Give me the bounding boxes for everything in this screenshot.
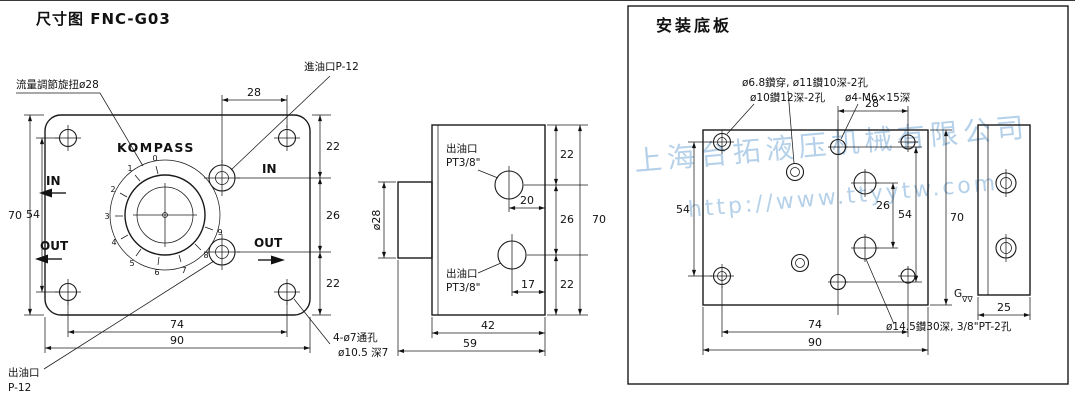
top-rule <box>0 0 1075 1</box>
dim-left-inner: 54 <box>26 208 40 221</box>
dial-number: 3 <box>104 212 109 221</box>
dim-top: 28 <box>247 86 261 99</box>
side-port-top-label1: 出油口 <box>446 142 478 155</box>
dim-left-outer: 70 <box>8 209 22 222</box>
dim-plate-bottom-inner: 74 <box>808 318 822 331</box>
dial-number: 2 <box>110 185 115 194</box>
inlet-leader <box>230 75 331 171</box>
plate-hole-b-callout: ø10鑽12深-2孔 <box>750 91 826 104</box>
plate-face <box>702 129 929 306</box>
dial-number: 6 <box>154 268 159 277</box>
dim-plate-bottom-outer: 90 <box>808 336 822 349</box>
out-label-right: OUT <box>254 236 283 250</box>
holes-leader <box>293 298 331 345</box>
outlet-callout-line2: P-12 <box>8 382 31 394</box>
dim-total-width: 59 <box>463 337 477 350</box>
dim-body-width: 42 <box>481 319 495 332</box>
plate-panel-border <box>627 5 1069 385</box>
knob-profile <box>397 181 433 259</box>
plate-hole-b-leader <box>726 103 755 135</box>
plate-side-view: G ∇∇ 25 <box>954 124 1031 320</box>
dim-plate-left: 54 <box>676 203 690 216</box>
dim-plate-top: 28 <box>865 97 879 110</box>
plate-hole-c-leader <box>840 103 859 140</box>
dim-knob-dia: ø28 <box>370 210 383 231</box>
knob-leader <box>16 92 144 167</box>
dim-side-right-bottom: 22 <box>560 278 574 291</box>
side-port-bottom-leader <box>477 262 502 274</box>
corner-bolt-holes <box>55 125 300 305</box>
brand-label: KOMPASS <box>117 140 195 155</box>
knob-callout: 流量調節旋扭ø28 <box>16 78 99 91</box>
out-arrow-right <box>271 255 285 265</box>
dial-number: 9 <box>217 228 222 237</box>
side-view-dimensions: ø28 20 17 22 26 22 70 <box>370 124 606 356</box>
inlet-port-circle <box>204 160 240 196</box>
side-port-bottom-label1: 出油口 <box>446 267 478 280</box>
surface-g-label: G <box>954 288 962 300</box>
dim-port-bottom-offset: 17 <box>521 278 535 291</box>
dim-plate-ports: 26 <box>876 199 890 212</box>
dim-side-right-outer: 70 <box>592 213 606 226</box>
dim-plate-right-inner: 54 <box>898 208 912 221</box>
plate-dimensions: 28 26 54 70 54 74 <box>676 97 964 355</box>
plate-panel-title: 安装底板 <box>656 16 733 35</box>
side-port-bottom-label2: PT3/8" <box>446 282 480 294</box>
plate-hole-c-callout: ø4-M6×15深 <box>845 92 910 104</box>
dim-plate-thickness: 25 <box>997 301 1011 314</box>
counterbore-callout: ø10.5 深7 <box>338 347 388 359</box>
dial-number: 4 <box>111 238 116 247</box>
through-holes-callout: 4-ø7通孔 <box>333 331 378 344</box>
in-label-left: IN <box>46 174 61 188</box>
plate-hole-a-leader <box>787 90 795 164</box>
flow-adjust-knob: 0 1 2 3 4 5 6 7 8 9 <box>104 154 222 277</box>
outlet-callout-line1: 出油口 <box>8 366 40 379</box>
surface-finish-marks: ∇∇ <box>961 295 973 304</box>
dim-side-right-mid: 26 <box>560 213 574 226</box>
dial-number: 7 <box>181 266 186 275</box>
plate-panel: ø6.8鑽穿, ø11鑽10深-2孔 ø10鑽12深-2孔 ø4-M6×15深 … <box>627 5 1069 385</box>
dim-right-bottom: 22 <box>326 277 340 290</box>
in-label-right: IN <box>262 162 277 176</box>
dim-right-mid: 26 <box>326 209 340 222</box>
front-view-dimensions: 28 22 26 22 70 54 <box>8 86 340 353</box>
dial-number: 8 <box>203 251 208 260</box>
dim-side-right-top: 22 <box>560 148 574 161</box>
in-arrow-left <box>39 188 52 198</box>
inlet-callout: 進油口P-12 <box>304 60 359 73</box>
side-port-top-leader <box>477 169 499 179</box>
dim-plate-right-outer: 70 <box>950 211 964 224</box>
dial-number: 0 <box>152 154 157 163</box>
page-title: 尺寸图 FNC-G03 <box>36 10 171 28</box>
outlet-port-circle <box>204 234 240 270</box>
side-port-top <box>494 166 524 212</box>
plate-hole-d-callout: ø14.5鑽30深, 3/8"PT-2孔 <box>886 320 1012 333</box>
dial-number: 5 <box>129 259 134 268</box>
side-view: 出油口 PT3/8" 出油口 PT3/8" ø28 20 17 <box>370 124 606 356</box>
plate-hole-a-callout: ø6.8鑽穿, ø11鑽10深-2孔 <box>742 76 868 89</box>
dim-port-top-offset: 20 <box>520 194 534 207</box>
front-view: 0 1 2 3 4 5 6 7 8 9 KOMPASS <box>8 60 388 394</box>
plate-hole-d-leader <box>865 258 895 325</box>
out-label-left: OUT <box>40 239 69 253</box>
outlet-leader <box>43 260 215 370</box>
side-port-bottom <box>497 234 527 296</box>
dim-bottom-inner: 74 <box>170 318 184 331</box>
dim-right-top: 22 <box>326 140 340 153</box>
side-port-top-label2: PT3/8" <box>446 157 480 169</box>
dial-number: 1 <box>127 164 132 173</box>
dim-bottom-outer: 90 <box>170 334 184 347</box>
out-arrow-left <box>35 254 48 264</box>
